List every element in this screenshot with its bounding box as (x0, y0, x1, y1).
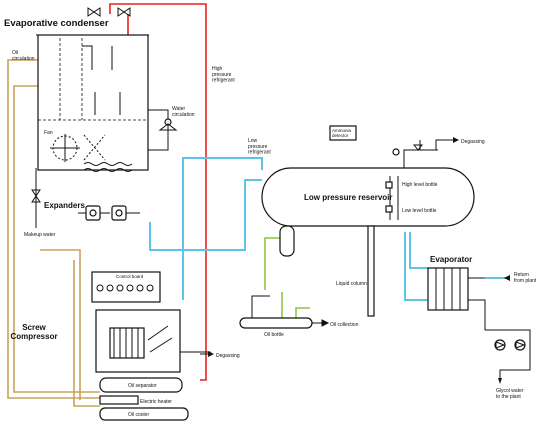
electric-heater (99, 395, 139, 405)
label-low-level-bottle: Low level bottle (402, 208, 437, 214)
water-circulation-pump (148, 109, 178, 151)
degassing-arrow-bottom-head (208, 351, 214, 357)
oil-collection-arrow-head (322, 320, 328, 326)
label-evaporator: Evaporator (430, 255, 472, 264)
label-electric-heater: Electric heater (140, 399, 172, 405)
ammonia-detector-box (329, 125, 357, 141)
oil-bottle (239, 295, 330, 329)
oil-cooler (99, 407, 189, 421)
oil-separator (99, 377, 183, 393)
return-from-plant-arrow (504, 275, 510, 281)
reservoir-top-valves (392, 139, 455, 168)
degassing-arrow-top-head (453, 137, 459, 143)
label-expanders: Expanders (44, 201, 85, 210)
expander-left (78, 205, 110, 221)
oil-bottle-pipe (264, 237, 310, 318)
label-low-pressure-reservoir: Low pressure reservoir (304, 193, 392, 202)
evaporator (427, 267, 486, 330)
makeup-water-valve (31, 168, 41, 228)
label-degassing-top: Degassing (461, 139, 485, 145)
label-oil-collection: Oil collection (330, 322, 359, 328)
evaporative-condenser (36, 7, 150, 172)
label-control-board: Control board (116, 274, 144, 279)
label-oil-separator: Oil separator (128, 383, 157, 389)
label-evaporative-condenser: Evaporative condenser (4, 18, 109, 29)
glycol-pumps (485, 329, 531, 378)
label-makeup-water: Makeup water (24, 232, 56, 238)
control-board (91, 271, 161, 303)
label-fan: Fan (44, 130, 53, 136)
glycol-water-arrow (498, 378, 502, 384)
label-liquid-column: Liquid column (336, 281, 367, 287)
low-pressure-pipe (149, 157, 510, 301)
label-degassing-bottom: Degassing (216, 353, 240, 359)
expander-right (111, 205, 140, 221)
label-oil-cooler: Oil cooler (128, 412, 149, 418)
screw-compressor (95, 309, 211, 373)
reservoir-drop-leg (279, 225, 295, 257)
liquid-column (367, 225, 375, 317)
label-oil-bottle: Oil bottle (264, 332, 284, 338)
oil-pipe (7, 59, 100, 407)
label-high-level-bottle: High level bottle (402, 182, 438, 188)
